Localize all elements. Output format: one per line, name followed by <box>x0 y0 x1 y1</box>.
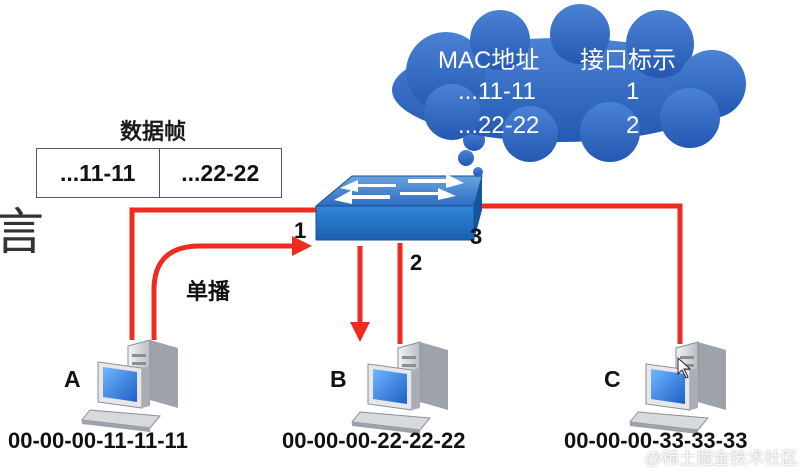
link-c-port3 <box>474 203 683 344</box>
frame-dst-mac: ...22-22 <box>158 149 282 197</box>
unicast-arrow-out <box>350 246 370 342</box>
watermark: @稀土掘金技术社区 <box>644 449 798 468</box>
mac-table-row-mac: ...22-22 <box>458 112 540 139</box>
data-frame: ...11-11 ...22-22 <box>36 148 282 198</box>
mac-table-header-port: 接口标示 <box>580 47 676 74</box>
unicast-label: 单播 <box>186 279 231 304</box>
host-mac-a: 00-00-00-11-11-11 <box>8 428 188 453</box>
host-label-b: B <box>330 366 347 392</box>
frame-label: 数据帧 <box>120 119 187 144</box>
host-mac-c: 00-00-00-33-33-33 <box>564 428 748 453</box>
switch <box>314 174 483 241</box>
port-label-3: 3 <box>470 224 483 249</box>
host-label-c: C <box>604 366 621 392</box>
host-mac-b: 00-00-00-22-22-22 <box>282 428 466 453</box>
side-glyph: 言 <box>0 203 44 261</box>
link-a-port1 <box>129 207 318 340</box>
links <box>129 203 683 344</box>
mac-table-row-port: 1 <box>626 78 640 105</box>
unicast-arrow-in <box>151 236 312 340</box>
port-label-1: 1 <box>294 218 307 243</box>
mac-table-row-port: 2 <box>626 112 640 139</box>
host-label-a: A <box>64 366 81 392</box>
cursor-icon <box>677 356 692 379</box>
computer-icon-b <box>351 341 449 435</box>
port-label-2: 2 <box>410 250 423 275</box>
mac-table-header-mac: MAC地址 <box>438 47 540 74</box>
computer-icon-a <box>81 339 179 433</box>
mac-table-cloud <box>392 4 746 177</box>
computer-icon-c <box>629 341 727 435</box>
mac-table-row-mac: ...11-11 <box>458 78 536 105</box>
frame-src-mac: ...11-11 <box>60 159 136 186</box>
